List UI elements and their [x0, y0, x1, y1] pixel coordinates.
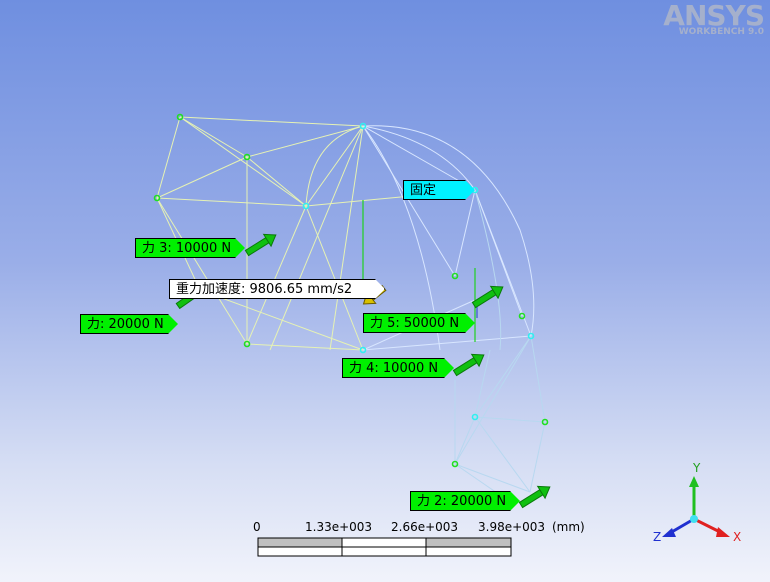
mesh-node — [518, 312, 526, 320]
mesh-wireframe-left — [156, 116, 476, 351]
force-1-label[interactable]: 力: 20000 N — [80, 314, 178, 334]
mesh-node — [243, 153, 251, 161]
scale-bar-graphic — [257, 537, 512, 557]
force-2-label[interactable]: 力 2: 20000 N — [410, 491, 520, 511]
mesh-node — [243, 340, 251, 348]
mesh-wireframe-right — [362, 125, 535, 351]
arrow-icon — [244, 233, 277, 257]
arrow-icon — [452, 353, 485, 377]
force-4-label[interactable]: 力 4: 10000 N — [342, 358, 454, 378]
mesh-nodes — [153, 113, 549, 468]
scale-tick-2: 2.66e+003 — [391, 520, 459, 534]
axis-z-label: Z — [653, 530, 662, 544]
scale-unit: (mm) — [552, 520, 585, 534]
scale-tick-3: 3.98e+003 — [478, 520, 546, 534]
mesh-node — [451, 460, 459, 468]
mesh-node — [541, 418, 549, 426]
ansys-logo-text: ANSYS — [663, 0, 765, 32]
ansys-logo: ANSYS WORKBENCH 9.0 — [663, 0, 765, 37]
mesh-node — [471, 413, 479, 421]
gravity-label[interactable]: 重力加速度: 9806.65 mm/s2 — [169, 279, 385, 299]
xyz-triad-icon[interactable] — [662, 476, 730, 537]
workbench-version-text: WORKBENCH 9.0 — [678, 27, 764, 37]
axis-y-label: Y — [693, 461, 701, 475]
mesh-node — [359, 346, 367, 354]
scale-tick-0: 0 — [253, 520, 261, 534]
fixed-support-label[interactable]: 固定 — [403, 180, 475, 200]
force-3-label[interactable]: 力 3: 10000 N — [135, 238, 245, 258]
mesh-node — [153, 194, 161, 202]
mesh-wireframe-lower — [454, 189, 546, 496]
mesh-node — [302, 202, 310, 210]
mesh-node — [451, 272, 459, 280]
mesh-node — [176, 113, 184, 121]
mesh-node — [359, 122, 367, 130]
scale-bar: 0 1.33e+003 2.66e+003 3.98e+003 (mm) — [250, 520, 585, 560]
force-5-label[interactable]: 力 5: 50000 N — [363, 313, 475, 333]
scale-tick-1: 1.33e+003 — [305, 520, 373, 534]
arrow-icon — [518, 485, 551, 509]
axis-x-label: X — [733, 530, 742, 544]
arrow-icon — [471, 285, 504, 309]
mesh-node — [527, 332, 535, 340]
